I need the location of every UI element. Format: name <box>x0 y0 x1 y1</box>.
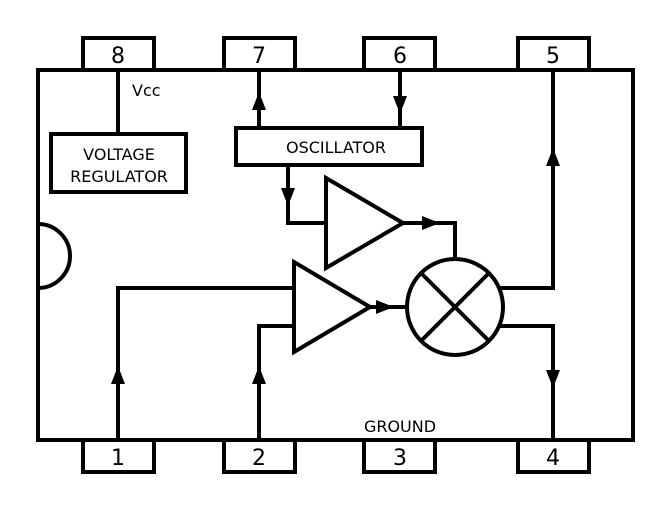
pin-1[interactable]: 1 <box>81 438 156 474</box>
voltage-regulator-label-1: VOLTAGE <box>83 145 155 164</box>
pin-1-number: 1 <box>111 446 125 471</box>
voltage-regulator-box <box>49 132 188 194</box>
voltage-regulator: VOLTAGE REGULATOR <box>49 132 188 194</box>
amplifier-upper <box>324 174 407 272</box>
arrow-right-icon <box>422 216 440 230</box>
pin-2-number: 2 <box>252 446 266 471</box>
pin-6-number: 6 <box>393 44 407 69</box>
pin-8[interactable]: 8 <box>81 36 156 72</box>
pin-3-number: 3 <box>393 446 407 471</box>
arrow-up-icon <box>252 92 266 110</box>
arrow-down-icon <box>393 96 407 114</box>
mixer <box>405 257 505 357</box>
oscillator-label: OSCILLATOR <box>286 138 386 157</box>
pin-4[interactable]: 4 <box>516 438 591 474</box>
mixer-cross-2 <box>419 271 491 343</box>
pin-2[interactable]: 2 <box>222 438 297 474</box>
wire-oscillator-amp-upper <box>286 165 326 225</box>
arrow-down-icon <box>546 370 560 388</box>
pin-6[interactable]: 6 <box>362 36 437 72</box>
vcc-label: Vcc <box>132 81 161 100</box>
arrow-right-icon <box>376 300 394 314</box>
oscillator: OSCILLATOR <box>234 126 424 167</box>
pin-5-box <box>516 36 591 72</box>
wire-pin1-amp-lower <box>116 286 294 440</box>
ic-body <box>36 68 635 442</box>
pin-4-number: 4 <box>546 446 560 471</box>
pin-6-box <box>362 36 437 72</box>
arrow-down-icon <box>281 188 295 206</box>
pin-1-box <box>81 438 156 474</box>
arrow-up-icon <box>252 366 266 384</box>
ground-label: GROUND <box>364 417 436 436</box>
pin-3[interactable]: 3 <box>362 438 437 474</box>
voltage-regulator-label-2: REGULATOR <box>70 167 168 186</box>
amplifier-lower <box>292 258 374 356</box>
pin-2-box <box>222 438 297 474</box>
pin-5-number: 5 <box>546 44 560 69</box>
wire-mixer-pin4 <box>500 324 555 440</box>
ic-notch <box>37 222 72 290</box>
wire-pin2-amp-lower <box>257 324 294 440</box>
wire-amp-upper-mixer <box>403 221 457 259</box>
pin-3-box <box>362 438 437 474</box>
wire-mixer-pin5 <box>500 70 555 290</box>
pin-7-number: 7 <box>252 44 266 69</box>
pin-5[interactable]: 5 <box>516 36 591 72</box>
arrow-up-icon <box>111 366 125 384</box>
pin-7[interactable]: 7 <box>222 36 297 72</box>
arrow-up-icon <box>546 148 560 166</box>
oscillator-box <box>234 126 424 167</box>
pin-8-number: 8 <box>111 44 125 69</box>
